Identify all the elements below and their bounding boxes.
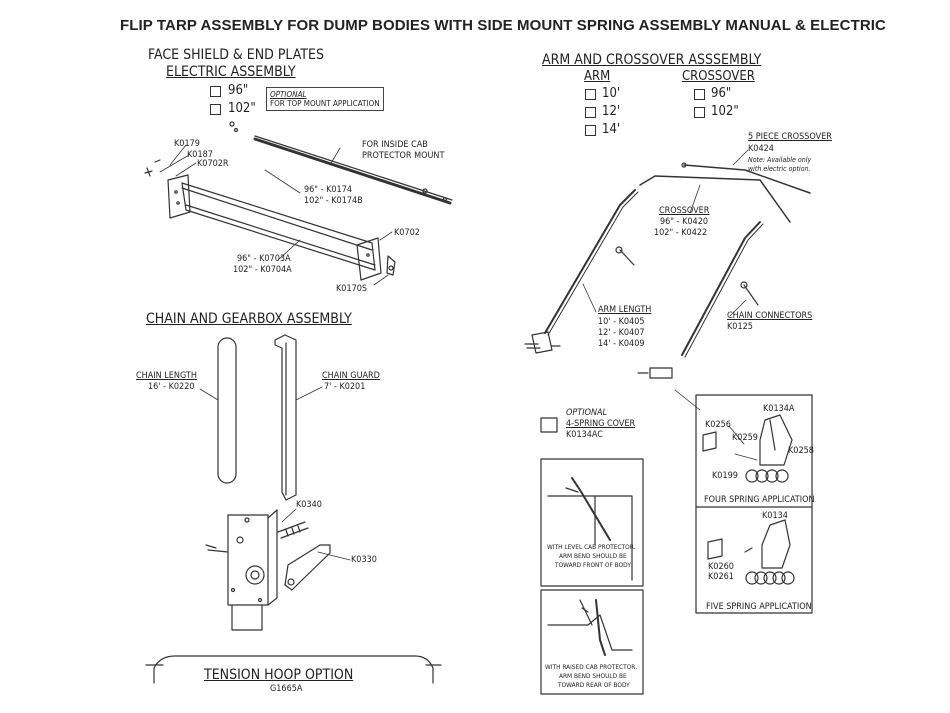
four-spring-drawing <box>695 394 813 614</box>
top-mount-note: OPTIONAL FOR TOP MOUNT APPLICATION <box>266 87 384 112</box>
part-k0125: K0125 <box>727 322 753 332</box>
protector-mount-label-1: FOR INSIDE CAB <box>362 140 428 150</box>
option-102-checkbox[interactable] <box>210 104 221 115</box>
raised-note-3: TOWARD REAR OF BODY <box>558 681 630 689</box>
part-k0134ac: K0134AC <box>566 430 603 440</box>
part-k0134a: K0134A <box>763 404 795 414</box>
part-k0174: 96" - K0174 <box>304 185 352 195</box>
five-piece-label: 5 PIECE CROSSOVER <box>748 132 832 142</box>
spring-cover-drawing <box>540 417 558 433</box>
protector-mount-label-2: PROTECTOR MOUNT <box>362 151 445 161</box>
raised-note-2: ARM BEND SHOULD BE <box>559 672 627 680</box>
face-shield-drawing <box>144 121 453 286</box>
part-k0258: K0258 <box>788 446 814 456</box>
part-k0409: 14' - K0409 <box>598 339 645 349</box>
arm-12-checkbox[interactable] <box>585 107 596 118</box>
chain-gearbox-heading: CHAIN AND GEARBOX ASSEMBLY <box>146 311 352 327</box>
arm-12-label: 12' <box>602 104 621 119</box>
level-note-1: WITH LEVEL CAB PROTECTOR, <box>547 543 636 551</box>
part-k0187: K0187 <box>187 150 213 160</box>
part-k0702r: K0702R <box>197 159 229 169</box>
electric-note-2: with electric option. <box>748 165 811 173</box>
option-102-label: 102" <box>228 101 256 116</box>
electric-assembly-heading: ELECTRIC ASSEMBLY <box>166 64 296 80</box>
part-k0259: K0259 <box>732 433 758 443</box>
page-title: FLIP TARP ASSEMBLY FOR DUMP BODIES WITH … <box>120 17 886 34</box>
part-k0424: K0424 <box>748 144 774 154</box>
part-k0407: 12' - K0407 <box>598 328 645 338</box>
level-note-3: TOWARD FRONT OF BODY <box>555 561 631 569</box>
electric-note-1: Note: Available only <box>748 156 812 164</box>
part-k0422: 102" - K0422 <box>654 228 708 238</box>
part-k0220: 16' - K0220 <box>148 382 195 392</box>
tension-hoop-drawing <box>145 655 442 684</box>
five-spring-label: FIVE SPRING APPLICATION <box>706 602 812 612</box>
part-k0702: K0702 <box>394 228 420 238</box>
arm-10-checkbox[interactable] <box>585 89 596 100</box>
option-96-checkbox[interactable] <box>210 86 221 97</box>
four-spring-label: FOUR SPRING APPLICATION <box>704 495 815 505</box>
part-k0179: K0179 <box>174 139 200 149</box>
part-k0330: K0330 <box>351 555 377 565</box>
part-k0704a: 102" - K0704A <box>233 265 292 275</box>
spring-cover-label: 4-SPRING COVER <box>566 419 636 429</box>
part-k0174b: 102" - K0174B <box>304 196 363 206</box>
chain-connectors-label: CHAIN CONNECTORS <box>727 311 813 321</box>
five-spring-drawing <box>707 519 795 585</box>
part-k0703a: 96" - K0703A <box>237 254 291 264</box>
arm-label: ARM <box>584 69 611 84</box>
cab-level-drawing <box>540 458 644 587</box>
crossover-label: CROSSOVER <box>682 69 755 84</box>
arm-crossover-drawing <box>524 149 811 411</box>
part-k0340: K0340 <box>296 500 322 510</box>
face-shield-heading: FACE SHIELD & END PLATES <box>148 47 324 63</box>
part-k0420: 96" - K0420 <box>660 217 708 227</box>
top-mount-text: FOR TOP MOUNT APPLICATION <box>270 99 380 109</box>
part-k0134: K0134 <box>762 511 788 521</box>
spring-cover-optional: OPTIONAL <box>566 408 608 418</box>
chain-guard-drawing <box>274 334 323 501</box>
arm-10-label: 10' <box>602 86 621 101</box>
level-note-2: ARM BEND SHOULD BE <box>559 552 627 560</box>
cab-raised-drawing <box>540 589 644 695</box>
crossover-part-label: CROSSOVER <box>659 206 710 216</box>
part-k0201: 7' - K0201 <box>324 382 366 392</box>
arm-14-checkbox[interactable] <box>585 125 596 136</box>
part-k0405: 10' - K0405 <box>598 317 645 327</box>
optional-label: OPTIONAL <box>270 90 307 99</box>
chain-drawing <box>199 337 237 484</box>
arm-14-label: 14' <box>602 122 621 137</box>
chain-guard-label: CHAIN GUARD <box>322 371 380 381</box>
option-96-label: 96" <box>228 83 249 98</box>
part-g1665a: G1665A <box>270 684 303 694</box>
crossover-96-label: 96" <box>711 86 732 101</box>
part-k0170s: K0170S <box>336 284 368 294</box>
arm-length-label: ARM LENGTH <box>598 305 652 315</box>
part-k0261: K0261 <box>708 572 734 582</box>
raised-note-1: WITH RAISED CAB PROTECTOR, <box>545 663 638 671</box>
part-k0256: K0256 <box>705 420 731 430</box>
arm-crossover-heading: ARM AND CROSSOVER ASSSEMBLY <box>542 52 762 68</box>
gearbox-drawing <box>205 508 351 631</box>
tension-hoop-heading: TENSION HOOP OPTION <box>204 667 354 683</box>
chain-length-label: CHAIN LENGTH <box>136 371 197 381</box>
crossover-96-checkbox[interactable] <box>694 89 705 100</box>
part-k0260: K0260 <box>708 562 734 572</box>
part-k0199: K0199 <box>712 471 738 481</box>
crossover-102-label: 102" <box>711 104 739 119</box>
crossover-102-checkbox[interactable] <box>694 107 705 118</box>
